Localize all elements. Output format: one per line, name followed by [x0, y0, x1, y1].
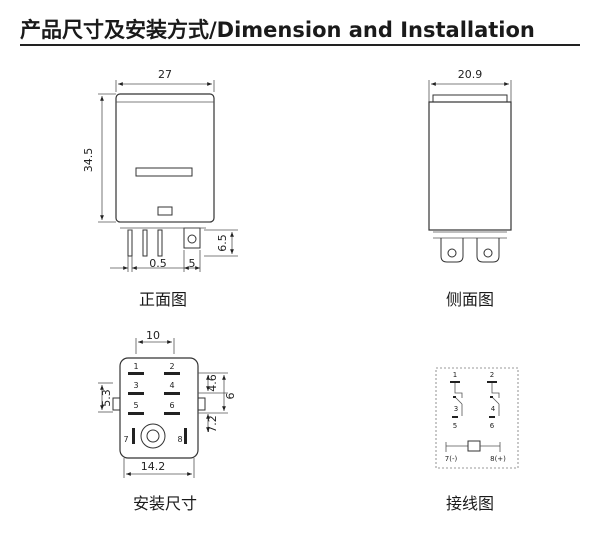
- mount-pin-1: 1: [133, 362, 138, 371]
- title-underline: [20, 44, 580, 46]
- mounting-caption: 安装尺寸: [133, 494, 198, 513]
- mount-pin-8: 8: [177, 435, 182, 444]
- mount-d142-label: 14.2: [141, 460, 166, 473]
- side-view-caption: 侧面图: [446, 290, 495, 309]
- mount-d53-label: 5.3: [100, 389, 113, 407]
- wiring-view: 1 2 3 4 5 6 7(-) 8(+): [435, 367, 519, 469]
- front-pin-width-label: 0.5: [149, 257, 167, 270]
- mounting-view: 10 1 2 3 4 5 6 7 8 4.6 6 7.2: [98, 329, 237, 478]
- wiring-caption: 接线图: [446, 494, 495, 513]
- mount-pin-2: 2: [169, 362, 174, 371]
- side-width-label: 20.9: [458, 68, 483, 81]
- wire-pin-8: 8(+): [490, 455, 506, 463]
- wire-pin-3: 3: [454, 405, 458, 413]
- mount-d72-label: 7.2: [206, 415, 219, 433]
- front-view: 27 34.5 6.5 0.5 5: [82, 68, 238, 272]
- wire-pin-2: 2: [490, 371, 494, 379]
- mount-pin-3: 3: [133, 381, 138, 390]
- mount-pin-7: 7: [123, 435, 128, 444]
- page-title: 产品尺寸及安装方式/Dimension and Installation: [20, 18, 535, 42]
- side-view: 20.9: [428, 68, 512, 263]
- front-pin-length-label: 6.5: [216, 234, 229, 252]
- front-height-label: 34.5: [82, 148, 95, 173]
- mount-d6-label: 6: [224, 393, 237, 400]
- front-pin-gap-label: 5: [189, 257, 196, 270]
- front-view-caption: 正面图: [139, 290, 188, 309]
- wire-pin-7: 7(-): [445, 455, 458, 463]
- mount-pin-4: 4: [169, 381, 174, 390]
- wire-pin-1: 1: [453, 371, 457, 379]
- mount-pin-5: 5: [133, 401, 138, 410]
- front-width-label: 27: [158, 68, 172, 81]
- mount-d46-label: 4.6: [206, 374, 219, 392]
- mount-pin-6: 6: [169, 401, 174, 410]
- wire-pin-6: 6: [490, 422, 495, 430]
- wire-pin-5: 5: [453, 422, 457, 430]
- mount-pitch-label: 10: [146, 329, 160, 342]
- wire-pin-4: 4: [491, 405, 496, 413]
